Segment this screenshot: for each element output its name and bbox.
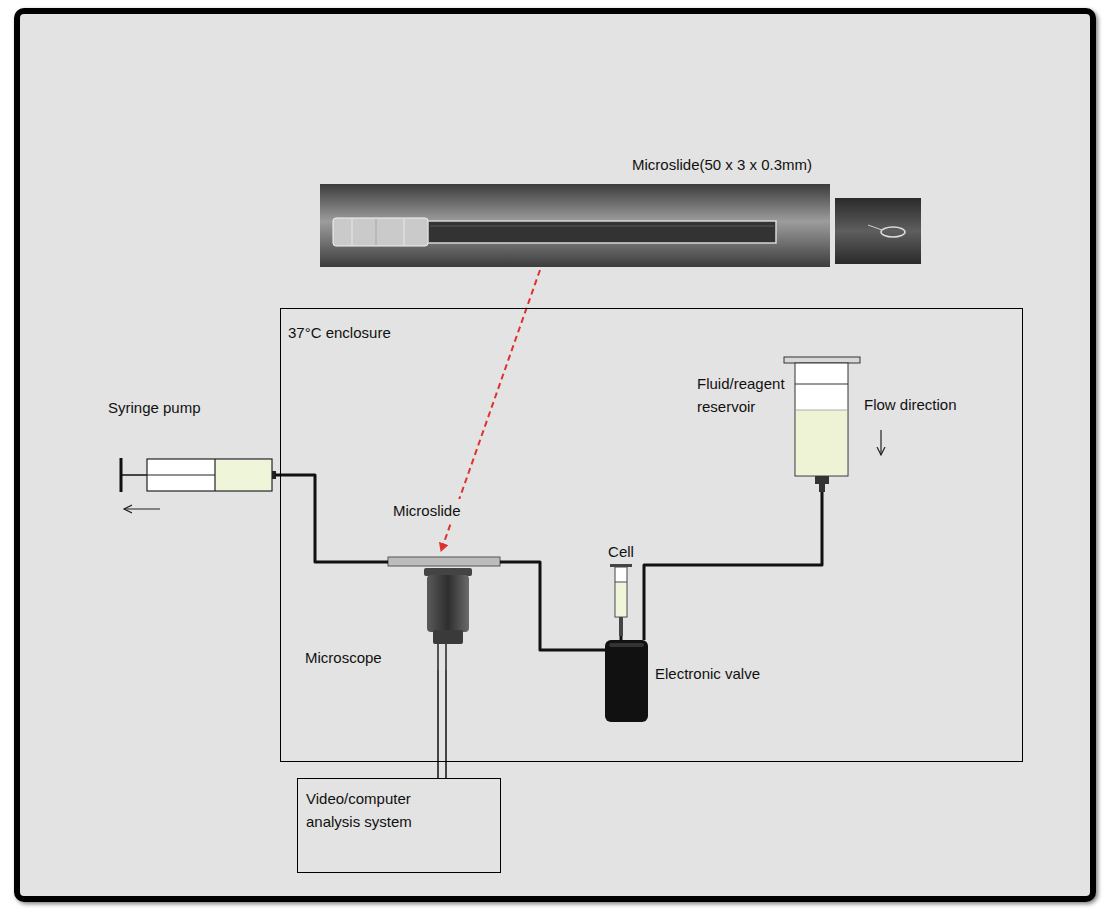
enclosure-box: 37°C enclosureMicroslideMicroscope CellEl… [280, 308, 1023, 762]
electronic-valve: Electronic valve [605, 640, 780, 722]
microslide-photo [320, 184, 921, 267]
component-label: Fluid/reagent reservoir [697, 372, 793, 418]
component-label: Video/computer analysis system [306, 787, 446, 833]
tubing [644, 492, 822, 640]
microslide-bar [388, 557, 500, 566]
component-label: Microslide [390, 499, 464, 522]
reservoir-symbol [784, 357, 860, 492]
microscope-symbol [424, 568, 472, 670]
cell-syringe: Cell [600, 540, 642, 636]
valve-symbol [605, 640, 648, 722]
component-label: Microscope [305, 646, 382, 669]
tubing [500, 562, 605, 650]
flow-direction-label: Flow direction [864, 393, 957, 416]
tubing [275, 475, 388, 562]
microscope: Microscope [300, 568, 472, 670]
page-frame [14, 8, 1096, 902]
syringe-nib [620, 636, 623, 640]
component-label: Cell [600, 540, 642, 563]
component-label: 37°C enclosure [288, 321, 391, 344]
microslide-dimensions: Microslide(50 x 3 x 0.3mm) [632, 153, 812, 176]
flow-arrow [880, 430, 881, 455]
cell-syringe-symbol [610, 564, 632, 636]
video-analysis-box: Video/computer analysis system [297, 778, 501, 873]
component-label: Syringe pump [108, 396, 201, 419]
syringe-pump-symbol [121, 458, 276, 509]
syringe-pump: Syringe pump [100, 393, 275, 518]
microslide: Microslide [388, 498, 500, 567]
reservoir: Fluid/reagent reservoir [695, 355, 862, 492]
component-label: Electronic valve [655, 662, 760, 685]
